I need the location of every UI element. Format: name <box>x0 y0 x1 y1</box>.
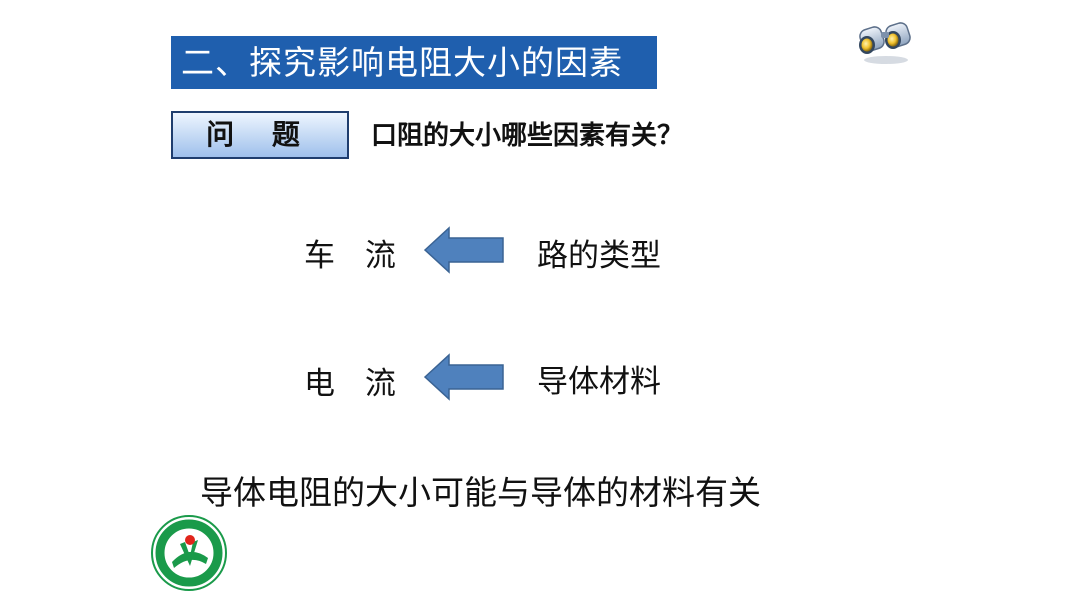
analogy-right-road-type: 路的类型 <box>537 238 661 274</box>
left-arrow-icon <box>423 226 504 274</box>
analogy-left-current: 电 流 <box>304 366 406 402</box>
analogy-left-traffic: 车 流 <box>304 238 406 274</box>
conclusion-text: 导体电阻的大小可能与导体的材料有关 <box>200 473 761 512</box>
binoculars-icon <box>859 22 911 64</box>
school-logo <box>151 515 227 591</box>
question-text: 口阻的大小哪些因素有关？ <box>371 121 684 151</box>
left-arrow-icon <box>423 353 504 401</box>
question-label: 问 题 <box>171 111 349 159</box>
slide-title: 二、探究影响电阻大小的因素 <box>171 36 657 89</box>
analogy-right-conductor-material: 导体材料 <box>537 364 661 400</box>
